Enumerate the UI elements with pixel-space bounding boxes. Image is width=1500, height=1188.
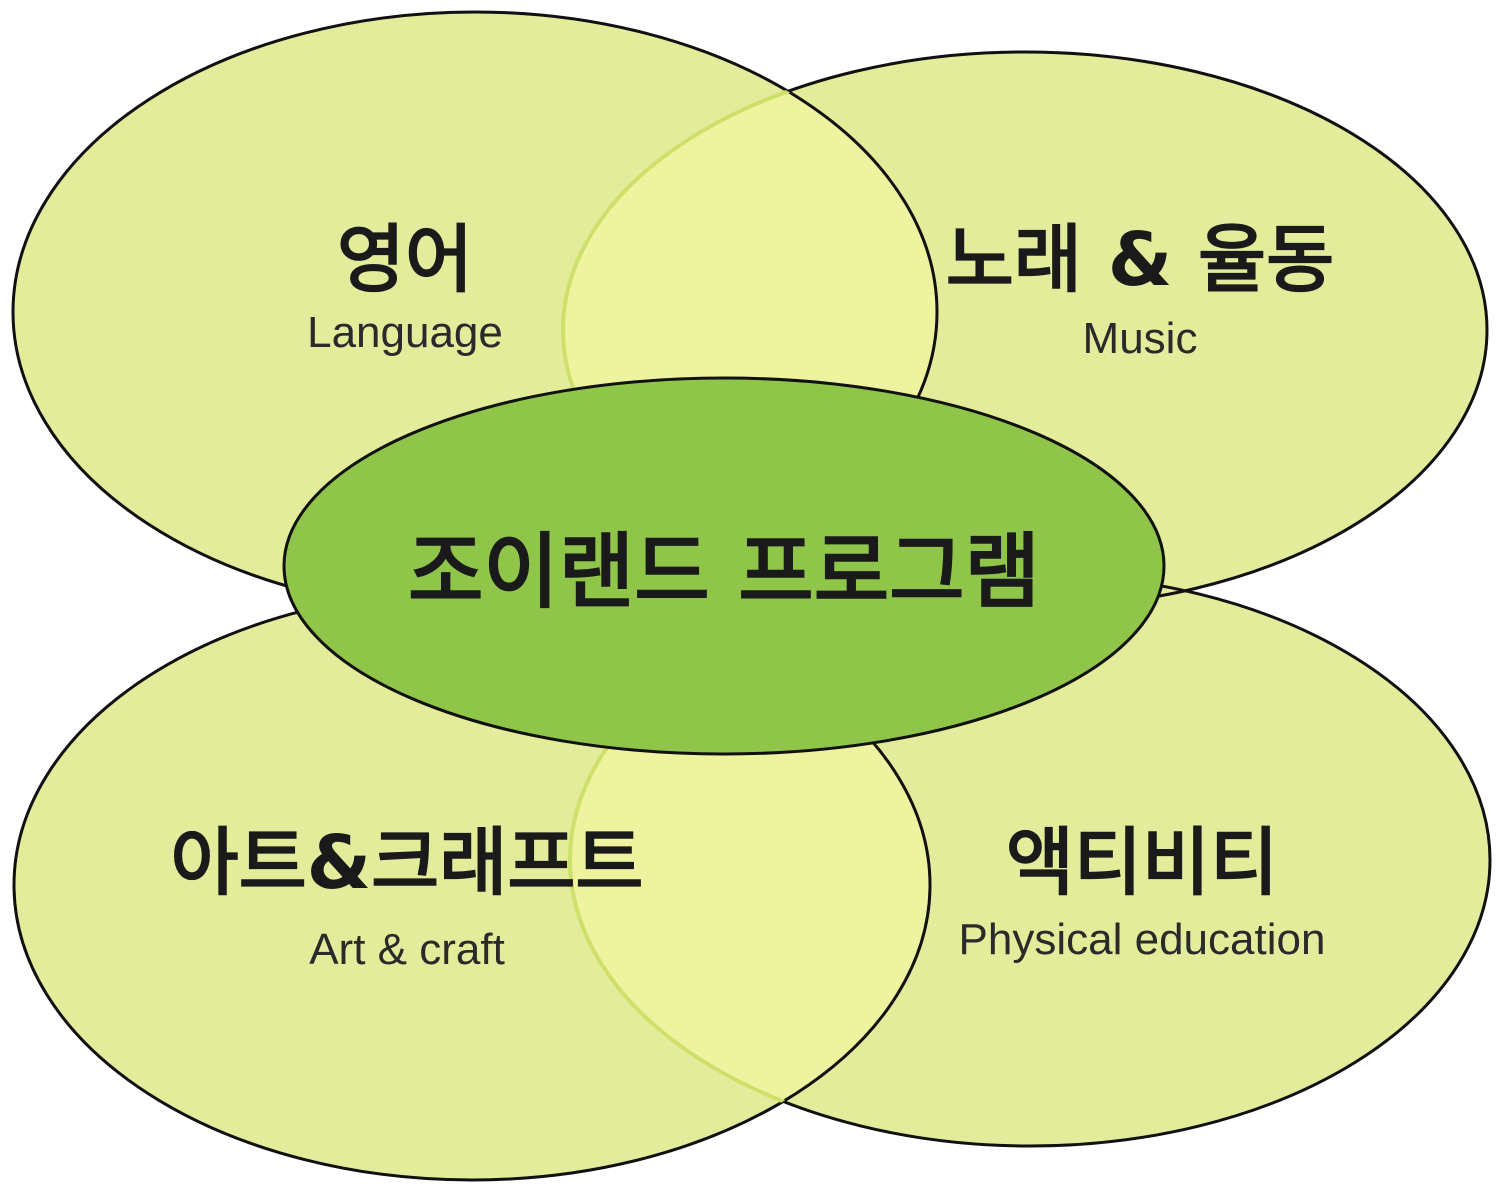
area-title-physical-education: 액티비티	[1006, 820, 1278, 906]
center-ellipse	[282, 376, 1166, 756]
area-subtitle-physical-education: Physical education	[959, 915, 1326, 964]
area-title-art-craft: 아트&크래프트	[170, 820, 643, 906]
area-title-music: 노래 & 율동	[946, 217, 1334, 303]
area-subtitle-language: Language	[307, 308, 503, 357]
area-subtitle-music: Music	[1083, 314, 1198, 363]
outline-physical-inner	[568, 590, 930, 1148]
center-title: 조이랜드 프로그램	[408, 525, 1040, 620]
area-subtitle-art-craft: Art & craft	[309, 925, 505, 974]
area-title-language: 영어	[337, 217, 473, 303]
outline-music-inner	[561, 50, 937, 610]
